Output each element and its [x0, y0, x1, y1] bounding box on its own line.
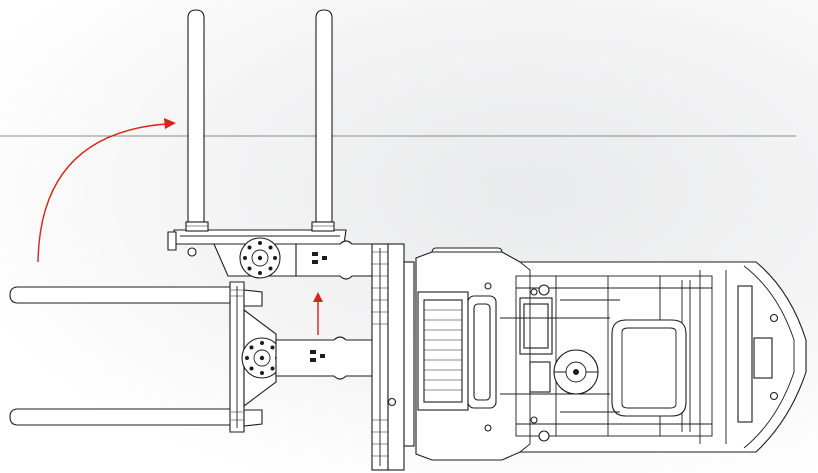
upper-fork-left	[187, 9, 205, 227]
upper-boom	[295, 240, 381, 280]
operator-seat	[611, 319, 687, 417]
lower-boom	[275, 336, 385, 380]
upper-fork-right	[315, 9, 333, 227]
horizontal-fork-carriage	[9, 281, 385, 433]
mast	[371, 243, 415, 471]
mast-rail-inner	[387, 243, 405, 471]
rotation-arrowhead	[164, 118, 176, 129]
rotation-arrow	[37, 118, 176, 263]
lift-arrowhead	[313, 292, 323, 302]
rotated-fork-carriage	[167, 9, 381, 280]
overhead-guard	[515, 275, 713, 437]
forklift-truck	[415, 247, 807, 461]
lower-fork-top	[9, 286, 233, 304]
counterweight	[743, 265, 795, 449]
lift-arrow	[313, 292, 323, 335]
chassis-outline	[415, 251, 807, 461]
lower-fork-bottom	[9, 408, 233, 426]
